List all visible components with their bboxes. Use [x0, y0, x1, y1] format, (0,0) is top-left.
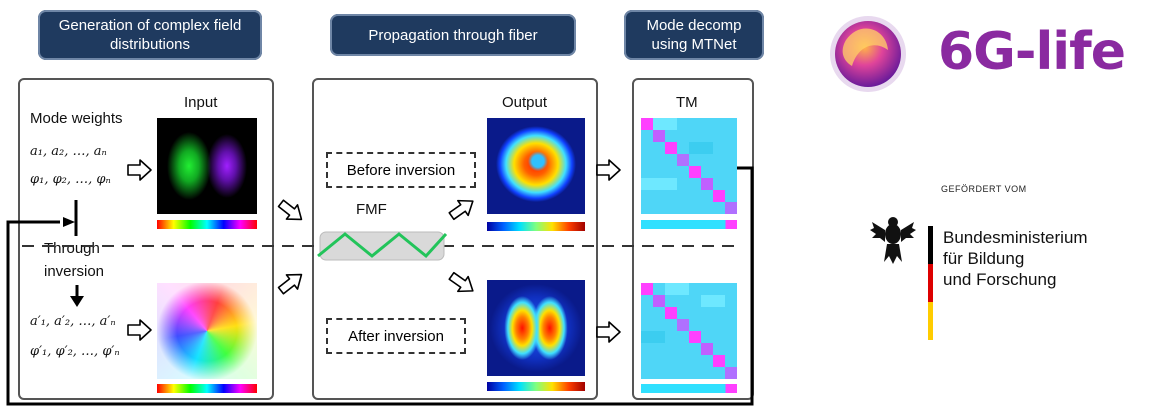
input-label: Input — [184, 94, 218, 111]
fiber-zigzag — [317, 232, 448, 259]
header-propagation-text: Propagation through fiber — [368, 26, 538, 44]
output-intensity-bottom-image — [487, 280, 585, 376]
fmf-label: FMF — [356, 201, 387, 218]
output-colorbar-bottom — [487, 382, 585, 391]
ministry-line-2: für Bildung — [943, 249, 1025, 268]
logo-text: 6G-life — [938, 22, 1126, 82]
after-inversion-box: After inversion — [326, 318, 466, 354]
header-generation-text: Generation of complex field distribution… — [58, 17, 242, 53]
tm-matrix-bottom — [641, 283, 737, 379]
arrow-icon — [448, 271, 474, 293]
inversion-label: inversion — [44, 263, 105, 280]
arrow-icon — [127, 319, 152, 341]
flag-stripe-black — [928, 226, 933, 264]
input-colorbar-top — [157, 220, 257, 229]
before-inversion-box: Before inversion — [326, 152, 476, 188]
header-mode-decomp: Mode decomp using MTNet — [624, 10, 764, 60]
ministry-line-1: Bundesministerium — [943, 228, 1088, 247]
tm-colorbar-top — [641, 220, 737, 229]
down-arrow-icon — [70, 296, 84, 307]
output-intensity-top-image — [487, 118, 585, 214]
tm-label: TM — [676, 94, 698, 111]
arrow-icon — [596, 159, 621, 181]
feedback-loop-line — [6, 166, 754, 406]
ministry-line-3: und Forschung — [943, 270, 1057, 289]
arrow-icon — [277, 273, 303, 295]
mode-weights-label: Mode weights — [30, 110, 123, 127]
input-field-top-image — [157, 118, 257, 214]
output-colorbar-top — [487, 222, 585, 231]
input-field-bottom-image — [157, 283, 257, 379]
logo-swirl — [842, 28, 888, 66]
input-colorbar-bottom — [157, 384, 257, 393]
through-label: Through — [44, 240, 100, 257]
phi-list: φ₁, φ₂, …, φₙ — [30, 172, 111, 187]
header-propagation: Propagation through fiber — [330, 14, 576, 56]
arrow-icon — [448, 199, 474, 221]
flag-stripe-red — [928, 264, 933, 302]
output-label: Output — [502, 94, 548, 111]
arrow-icon — [277, 199, 303, 221]
header-mode-decomp-text: Mode decomp using MTNet — [646, 17, 742, 53]
flag-stripe-gold — [928, 302, 933, 340]
tm-matrix-top — [641, 118, 737, 214]
header-generation: Generation of complex field distribution… — [38, 10, 262, 60]
phi-prime-list: φ′₁, φ′₂, …, φ′ₙ — [30, 344, 120, 359]
a-prime-list: a′₁, a′₂, …, a′ₙ — [30, 314, 116, 329]
tm-colorbar-bottom — [641, 384, 737, 393]
a-list: a₁, a₂, …, aₙ — [30, 144, 107, 159]
arrow-icon — [596, 321, 621, 343]
arrow-icon — [127, 159, 152, 181]
funding-caption: GEFÖRDERT VOM — [941, 184, 1027, 194]
feedback-arrowhead — [63, 217, 75, 227]
